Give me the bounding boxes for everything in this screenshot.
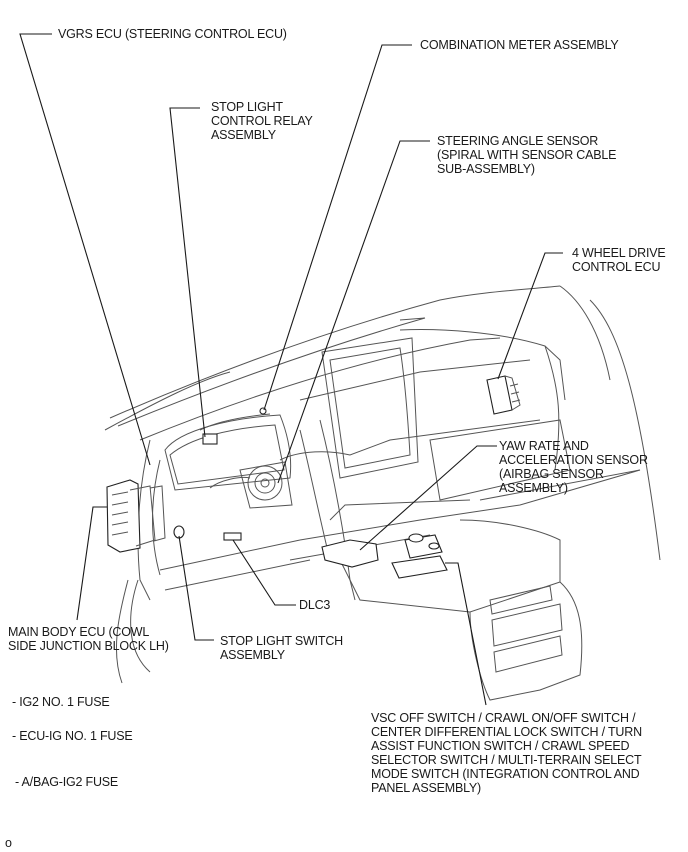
stop-light-relay-part xyxy=(202,433,218,445)
footer-mark: o xyxy=(5,836,12,850)
four-wd-ecu-drawing xyxy=(486,375,521,415)
label-stop-light-control-relay: STOP LIGHT CONTROL RELAY ASSEMBLY xyxy=(211,100,313,142)
label-stop-light-switch: STOP LIGHT SWITCH ASSEMBLY xyxy=(220,634,344,662)
main-body-ecu-drawing xyxy=(106,479,166,553)
fuse-item: - IG2 NO. 1 FUSE xyxy=(12,695,110,709)
label-4wd-control-ecu: 4 WHEEL DRIVE CONTROL ECU xyxy=(572,246,666,274)
label-steering-angle-sensor: STEERING ANGLE SENSOR (SPIRAL WITH SENSO… xyxy=(437,134,617,176)
leader-fuse-1 xyxy=(115,579,129,684)
label-vgrs-ecu: VGRS ECU (STEERING CONTROL ECU) xyxy=(58,27,287,41)
leader-vgrs-ecu xyxy=(19,33,151,466)
leader-lines xyxy=(19,33,563,706)
label-main-body-ecu: MAIN BODY ECU (COWL SIDE JUNCTION BLOCK … xyxy=(8,625,169,653)
leader-combination-meter xyxy=(263,44,412,411)
leader-stop-light-relay xyxy=(169,107,206,438)
leader-fuse-2 xyxy=(130,579,151,673)
combination-meter-drawing xyxy=(164,413,292,491)
combination-meter-part xyxy=(259,407,267,415)
fuse-item: - ECU-IG NO. 1 FUSE xyxy=(12,729,133,743)
yaw-rate-sensor-part xyxy=(321,539,379,568)
steering-angle-sensor-drawing xyxy=(209,461,293,509)
leader-4wd-ecu xyxy=(497,252,563,380)
label-combination-meter: COMBINATION METER ASSEMBLY xyxy=(420,38,619,52)
leader-yaw-rate-sensor xyxy=(359,445,497,551)
integration-panel-part xyxy=(391,533,448,579)
leader-stop-light-switch xyxy=(178,535,214,641)
label-dlc3: DLC3 xyxy=(299,598,331,612)
label-integration-control-panel: VSC OFF SWITCH / CRAWL ON/OFF SWITCH / C… xyxy=(371,711,642,795)
fuse-item: - A/BAG-IG2 FUSE xyxy=(15,775,119,789)
leader-main-body-ecu xyxy=(76,506,107,621)
center-console-drawing xyxy=(329,499,583,701)
leader-integration-panel xyxy=(445,562,487,706)
label-yaw-rate-sensor: YAW RATE AND ACCELERATION SENSOR (AIRBAG… xyxy=(499,439,648,495)
leader-steering-angle-sensor xyxy=(277,140,430,484)
leader-dlc3 xyxy=(232,539,296,606)
dlc3-part xyxy=(223,532,242,541)
